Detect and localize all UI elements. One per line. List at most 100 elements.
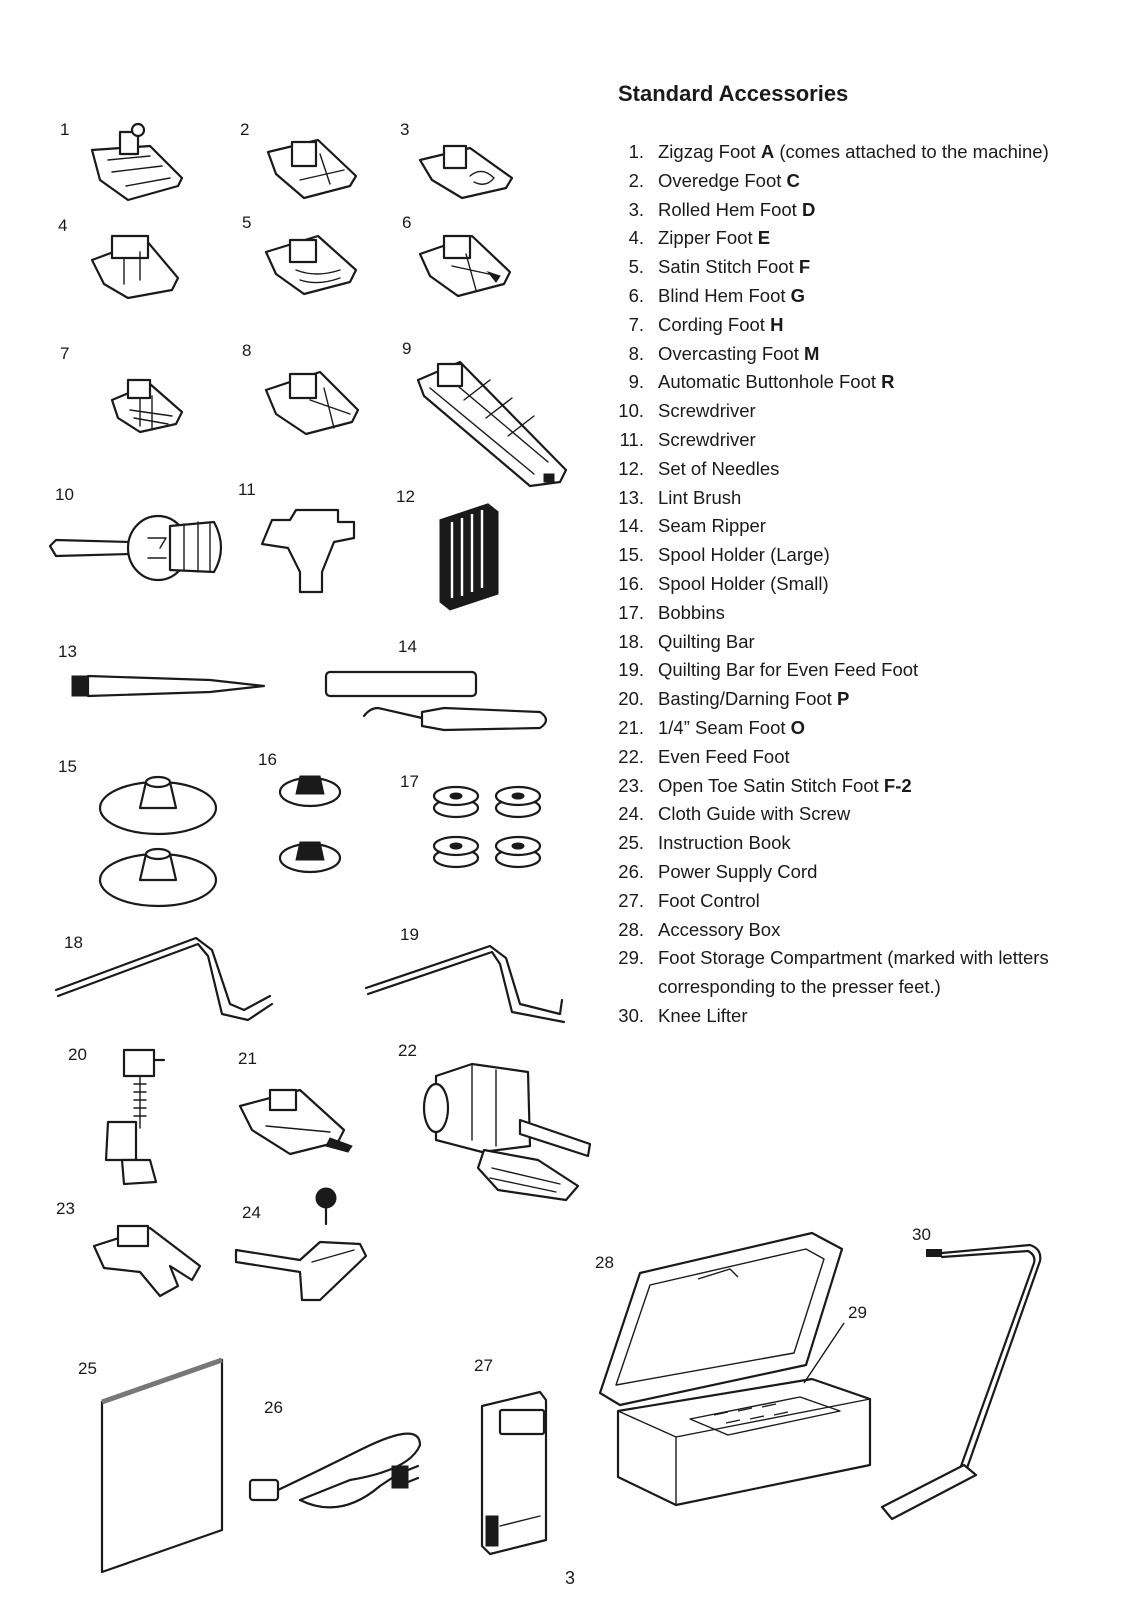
zipper-foot-icon: [90, 234, 180, 300]
overcasting-foot-icon: [264, 370, 360, 436]
screwdriver-large-icon: [48, 514, 223, 582]
list-item: 6.Blind Hem Foot G: [618, 282, 1118, 311]
list-item-number: 23.: [618, 774, 644, 796]
even-feed-foot-icon: [422, 1062, 592, 1202]
satin-stitch-foot-icon: [264, 234, 358, 296]
list-item: 3.Rolled Hem Foot D: [618, 196, 1118, 225]
list-item: 4.Zipper Foot E: [618, 224, 1118, 253]
figure-label-12: 12: [396, 487, 415, 506]
list-item-text: Cording Foot: [658, 313, 771, 335]
list-item-number: 3.: [628, 198, 644, 220]
list-item-text: Set of Needles: [658, 457, 780, 479]
needle-set-icon: [439, 503, 499, 611]
list-item: 30.Knee Lifter: [618, 1002, 1118, 1031]
list-item: 15.Spool Holder (Large): [618, 541, 1118, 570]
figure-label-7: 7: [60, 344, 69, 363]
list-item-text: corresponding to the presser feet.): [658, 976, 941, 998]
figure-label-1: 1: [60, 120, 69, 139]
list-item: 18. Quilting Bar: [618, 628, 1118, 657]
list-item-number: 17.: [618, 601, 644, 623]
list-item-text: 1/4” Seam Foot: [658, 716, 791, 738]
list-item-text: Satin Stitch Foot: [658, 256, 799, 278]
list-item: 14. Seam Ripper: [618, 512, 1118, 541]
list-item-number: 10.: [618, 400, 644, 422]
list-item-text: Screwdriver: [658, 400, 756, 422]
list-item-text: Cloth Guide with Screw: [658, 803, 851, 825]
figure-label-18: 18: [64, 933, 83, 952]
list-item-number: 9.: [628, 371, 644, 393]
list-item: 2.Overedge Foot C: [618, 167, 1118, 196]
list-item-number: 27.: [618, 889, 644, 911]
list-item-text: Even Feed Foot: [658, 745, 790, 767]
list-item-letter: H: [770, 313, 784, 335]
list-item: 25.Instruction Book: [618, 829, 1118, 858]
figure-label-26: 26: [264, 1398, 283, 1417]
list-item: 28.Accessory Box: [618, 916, 1118, 945]
list-item-number: 14.: [618, 515, 644, 537]
figure-label-15: 15: [58, 757, 77, 776]
darning-foot-icon: [104, 1048, 166, 1186]
accessory-box-illustration: 28 29 30: [595, 1225, 1042, 1521]
seam-ripper-icon: [324, 670, 548, 732]
list-item-letter: O: [790, 716, 806, 738]
list-item: 7.Cording Foot H: [618, 311, 1118, 340]
list-item: 23.Open Toe Satin Stitch Foot F-2: [618, 772, 1118, 801]
list-item: 24. Cloth Guide with Screw: [618, 800, 1118, 829]
list-item-text: Seam Ripper: [658, 515, 766, 537]
figure-label-19: 19: [400, 925, 419, 944]
list-item: 21.1/4” Seam Foot O: [618, 714, 1118, 743]
list-item-number: 24.: [618, 803, 644, 825]
list-item-letter: C: [786, 169, 800, 191]
list-item-text: Spool Holder (Small): [658, 572, 829, 594]
list-item-number: 11.: [619, 428, 644, 450]
accessory-list-panel: Standard Accessories 1.Zigzag Foot A (co…: [618, 80, 1118, 1031]
list-item: 8.Overcasting Foot M: [618, 340, 1118, 369]
list-item-letter: P: [836, 688, 850, 710]
list-item-number: 6.: [628, 284, 644, 306]
list-item-text: Bobbins: [658, 601, 725, 623]
list-item-text: Foot Control: [658, 889, 760, 911]
list-item-text: Zipper Foot: [658, 227, 758, 249]
list-item-text: Quilting Bar for Even Feed Foot: [658, 659, 919, 681]
accessory-list: 1.Zigzag Foot A (comes attached to the m…: [618, 138, 1118, 1031]
list-item: 17. Bobbins: [618, 599, 1118, 628]
figure-label-22: 22: [398, 1041, 417, 1060]
list-item-letter: F-2: [883, 774, 912, 796]
list-item: 9.Automatic Buttonhole Foot R: [618, 368, 1118, 397]
list-item-number: 18.: [618, 630, 644, 652]
page-title: Standard Accessories: [618, 81, 849, 106]
spool-holder-small-icon: [278, 775, 342, 874]
list-item-text: Foot Storage Compartment (marked with le…: [658, 947, 1049, 969]
figure-label-9: 9: [402, 339, 411, 358]
list-item: 16.Spool Holder (Small): [618, 570, 1118, 599]
list-item-number: 19.: [618, 659, 644, 681]
list-item-number: 15.: [618, 544, 644, 566]
list-item-number: 8.: [628, 342, 644, 364]
list-item-suffix: (comes attached to the machine): [774, 141, 1049, 162]
list-item-text: Blind Hem Foot: [658, 284, 791, 306]
figure-label-30: 30: [912, 1225, 931, 1244]
rolled-hem-foot-icon: [418, 144, 514, 200]
list-item: 11.Screwdriver: [618, 426, 1118, 455]
list-item-text: Quilting Bar: [658, 630, 755, 652]
list-item-letter: E: [757, 227, 771, 249]
list-item-text: Lint Brush: [658, 486, 742, 508]
figure-label-21: 21: [238, 1049, 257, 1068]
list-item: 29. Foot Storage Compartment (marked with…: [618, 944, 1118, 973]
list-item-number: 1.: [628, 141, 644, 162]
zigzag-foot-icon: [90, 122, 184, 202]
bobbins-icon: [432, 785, 542, 869]
list-item-letter: M: [804, 342, 820, 364]
knee-lifter-icon: [880, 1243, 1042, 1521]
figure-label-27: 27: [474, 1356, 493, 1375]
list-item-number: 22.: [618, 745, 644, 767]
list-item-number: 2.: [628, 169, 644, 191]
figure-label-11: 11: [238, 480, 256, 499]
cording-foot-icon: [110, 378, 184, 434]
foot-control-icon: [480, 1390, 548, 1556]
list-item-letter: F: [798, 256, 811, 278]
list-item-number: 26.: [618, 860, 644, 882]
list-item: 20.Basting/Darning Foot P: [618, 685, 1118, 714]
list-item-number: 20.: [618, 688, 644, 710]
list-item-number: 29.: [618, 947, 644, 969]
